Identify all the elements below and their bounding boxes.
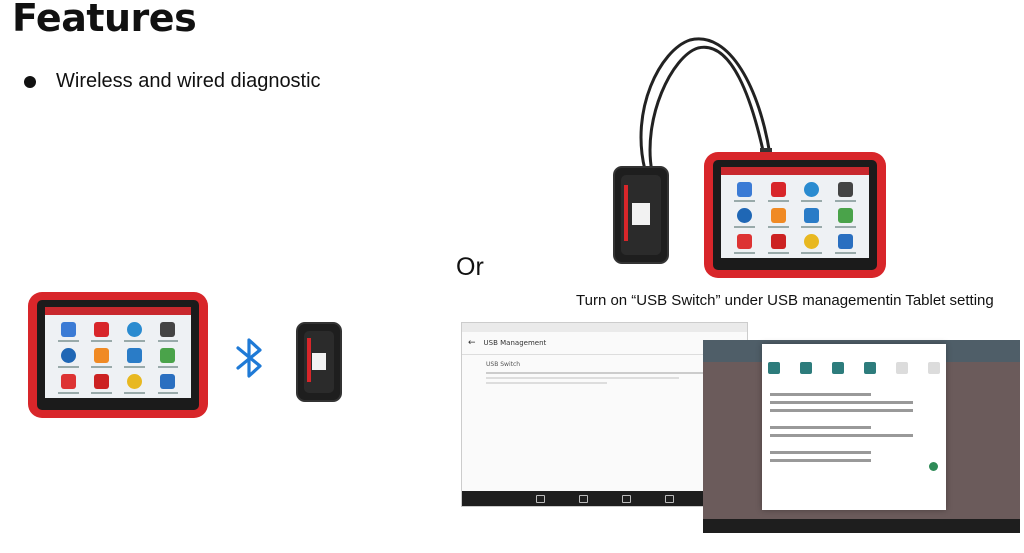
usb-caption: Turn on “USB Switch” under USB managemen… (576, 292, 994, 309)
vci-dongle-wireless (296, 322, 342, 402)
tablet-wireless (28, 292, 208, 418)
or-label: Or (456, 253, 484, 281)
add-tile[interactable] (928, 362, 940, 374)
back-arrow-icon[interactable]: ← (468, 338, 476, 348)
page-title: Features (12, 0, 197, 40)
notification-action-icon[interactable] (929, 462, 938, 471)
bullet-dot-icon (24, 76, 36, 88)
vci-icon[interactable] (621, 494, 631, 503)
usb-header-title: USB Management (483, 339, 547, 347)
quick-settings-panel (762, 344, 946, 510)
wifi-tile[interactable] (768, 362, 780, 374)
bluetooth-tile[interactable] (800, 362, 812, 374)
vci-dongle-wired (613, 166, 669, 264)
dnd-tile[interactable] (832, 362, 844, 374)
home-icon[interactable] (535, 494, 545, 503)
usb-switch-row[interactable]: USB Switch (486, 361, 521, 368)
back-icon[interactable] (664, 494, 674, 503)
bluetooth-icon (236, 338, 262, 378)
recent-apps-icon[interactable] (578, 494, 588, 503)
tablet-wired (704, 152, 886, 278)
rotate-tile[interactable] (864, 362, 876, 374)
bullet-text: Wireless and wired diagnostic (56, 70, 321, 92)
usb-management-screenshot: ← USB Management ⌕ USB Switch (461, 322, 748, 507)
flashlight-tile[interactable] (896, 362, 908, 374)
